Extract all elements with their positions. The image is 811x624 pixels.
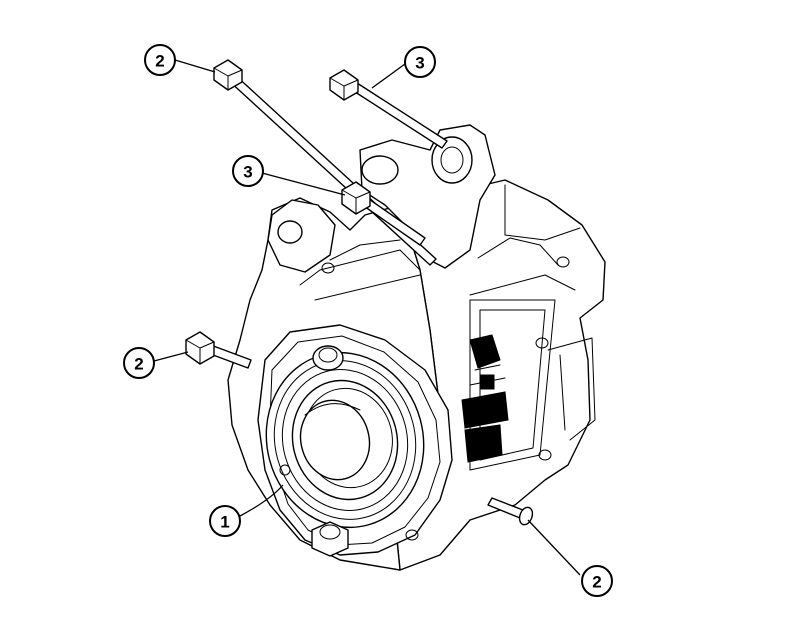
housing-assembly — [227, 124, 606, 571]
callout-label: 3 — [415, 54, 424, 73]
housing-hole — [538, 449, 552, 461]
bolt-left — [185, 331, 252, 369]
housing-rib — [477, 237, 559, 266]
callout-label: 1 — [220, 513, 229, 532]
leader-line-3-middle — [261, 172, 346, 196]
housing-hole — [535, 337, 549, 349]
bolt-middle — [341, 181, 426, 246]
body-edge — [329, 239, 401, 261]
callout-1: 1 — [209, 505, 241, 537]
bracket-boss — [361, 155, 399, 185]
plate-hole — [279, 464, 291, 476]
leader-line-3-top — [371, 63, 406, 89]
callout-label: 2 — [592, 573, 601, 592]
plate-hole — [405, 529, 419, 541]
callout-label: 3 — [243, 163, 252, 182]
seal-ring-3 — [281, 369, 409, 511]
leader-line-1 — [239, 484, 284, 517]
front-plate-bolt-bottom — [311, 521, 349, 557]
callout-label: 2 — [134, 355, 143, 374]
body-hole — [321, 262, 335, 274]
leader-line-2-bottom — [527, 519, 581, 576]
callout-3-top-right: 3 — [404, 46, 436, 78]
side-flange — [547, 337, 596, 441]
body-edge — [314, 274, 421, 301]
bearing-bore — [299, 399, 371, 481]
bore-shading — [304, 403, 361, 416]
housing-rib — [504, 184, 581, 241]
body-edge — [299, 249, 421, 286]
callout-label: 2 — [155, 52, 164, 71]
leader-line-2-left — [153, 351, 189, 362]
leader-line-2-top — [174, 59, 216, 73]
left-ear-hole — [277, 220, 303, 244]
callout-2-top-left: 2 — [144, 44, 176, 76]
housing-rib — [469, 274, 576, 296]
bolt-top-right — [329, 69, 448, 149]
side-flange-edge — [559, 354, 566, 431]
callout-2-bottom-right: 2 — [581, 565, 613, 597]
housing-hole — [556, 256, 570, 268]
callout-3-middle: 3 — [232, 155, 264, 187]
internal-gear-mechanism — [461, 334, 509, 463]
bracket-bolt-hole-inner — [440, 146, 464, 174]
front-plate-bolt-top — [312, 345, 344, 371]
callout-2-left: 2 — [123, 347, 155, 379]
